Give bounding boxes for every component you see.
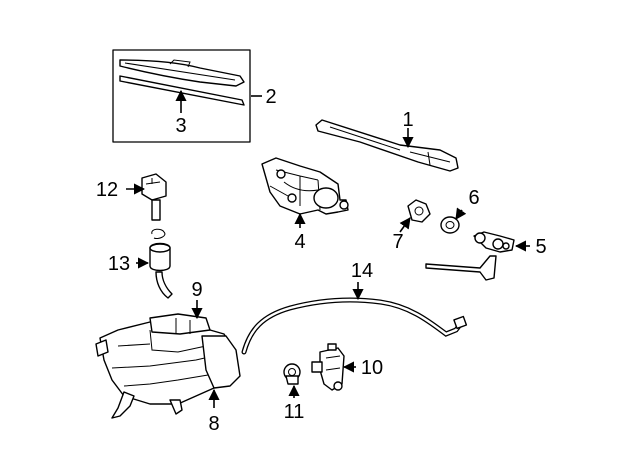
leader-7 [399, 217, 411, 233]
rear-washer-pump [311, 343, 356, 391]
callout-9: 9 [191, 279, 202, 301]
callout-4: 4 [294, 231, 305, 253]
callout-8: 8 [208, 413, 219, 435]
callout-12: 12 [96, 179, 118, 201]
pivot-nut [399, 199, 431, 233]
callout-2: 2 [265, 86, 276, 108]
callout-13: 13 [108, 253, 130, 275]
callout-10: 10 [361, 357, 383, 379]
pivot-washer [440, 207, 467, 234]
washer-pump [126, 173, 167, 221]
wiper-blade-part [119, 59, 245, 87]
pump-seal [136, 228, 173, 299]
callout-5: 5 [535, 236, 546, 258]
callout-7: 7 [392, 231, 403, 253]
washer-hose [241, 282, 468, 355]
callout-6: 6 [468, 187, 479, 209]
pump-grommet [283, 363, 301, 398]
wiper-blade-inset [112, 49, 262, 143]
wiper-motor [261, 157, 349, 228]
callout-1: 1 [402, 109, 413, 131]
washer-reservoir [95, 300, 241, 419]
callout-3: 3 [175, 115, 186, 137]
pivot-linkage [425, 231, 530, 281]
callout-14: 14 [351, 260, 373, 282]
wiper-arm [315, 119, 459, 172]
leader-6 [455, 207, 467, 220]
callout-11: 11 [284, 401, 305, 423]
